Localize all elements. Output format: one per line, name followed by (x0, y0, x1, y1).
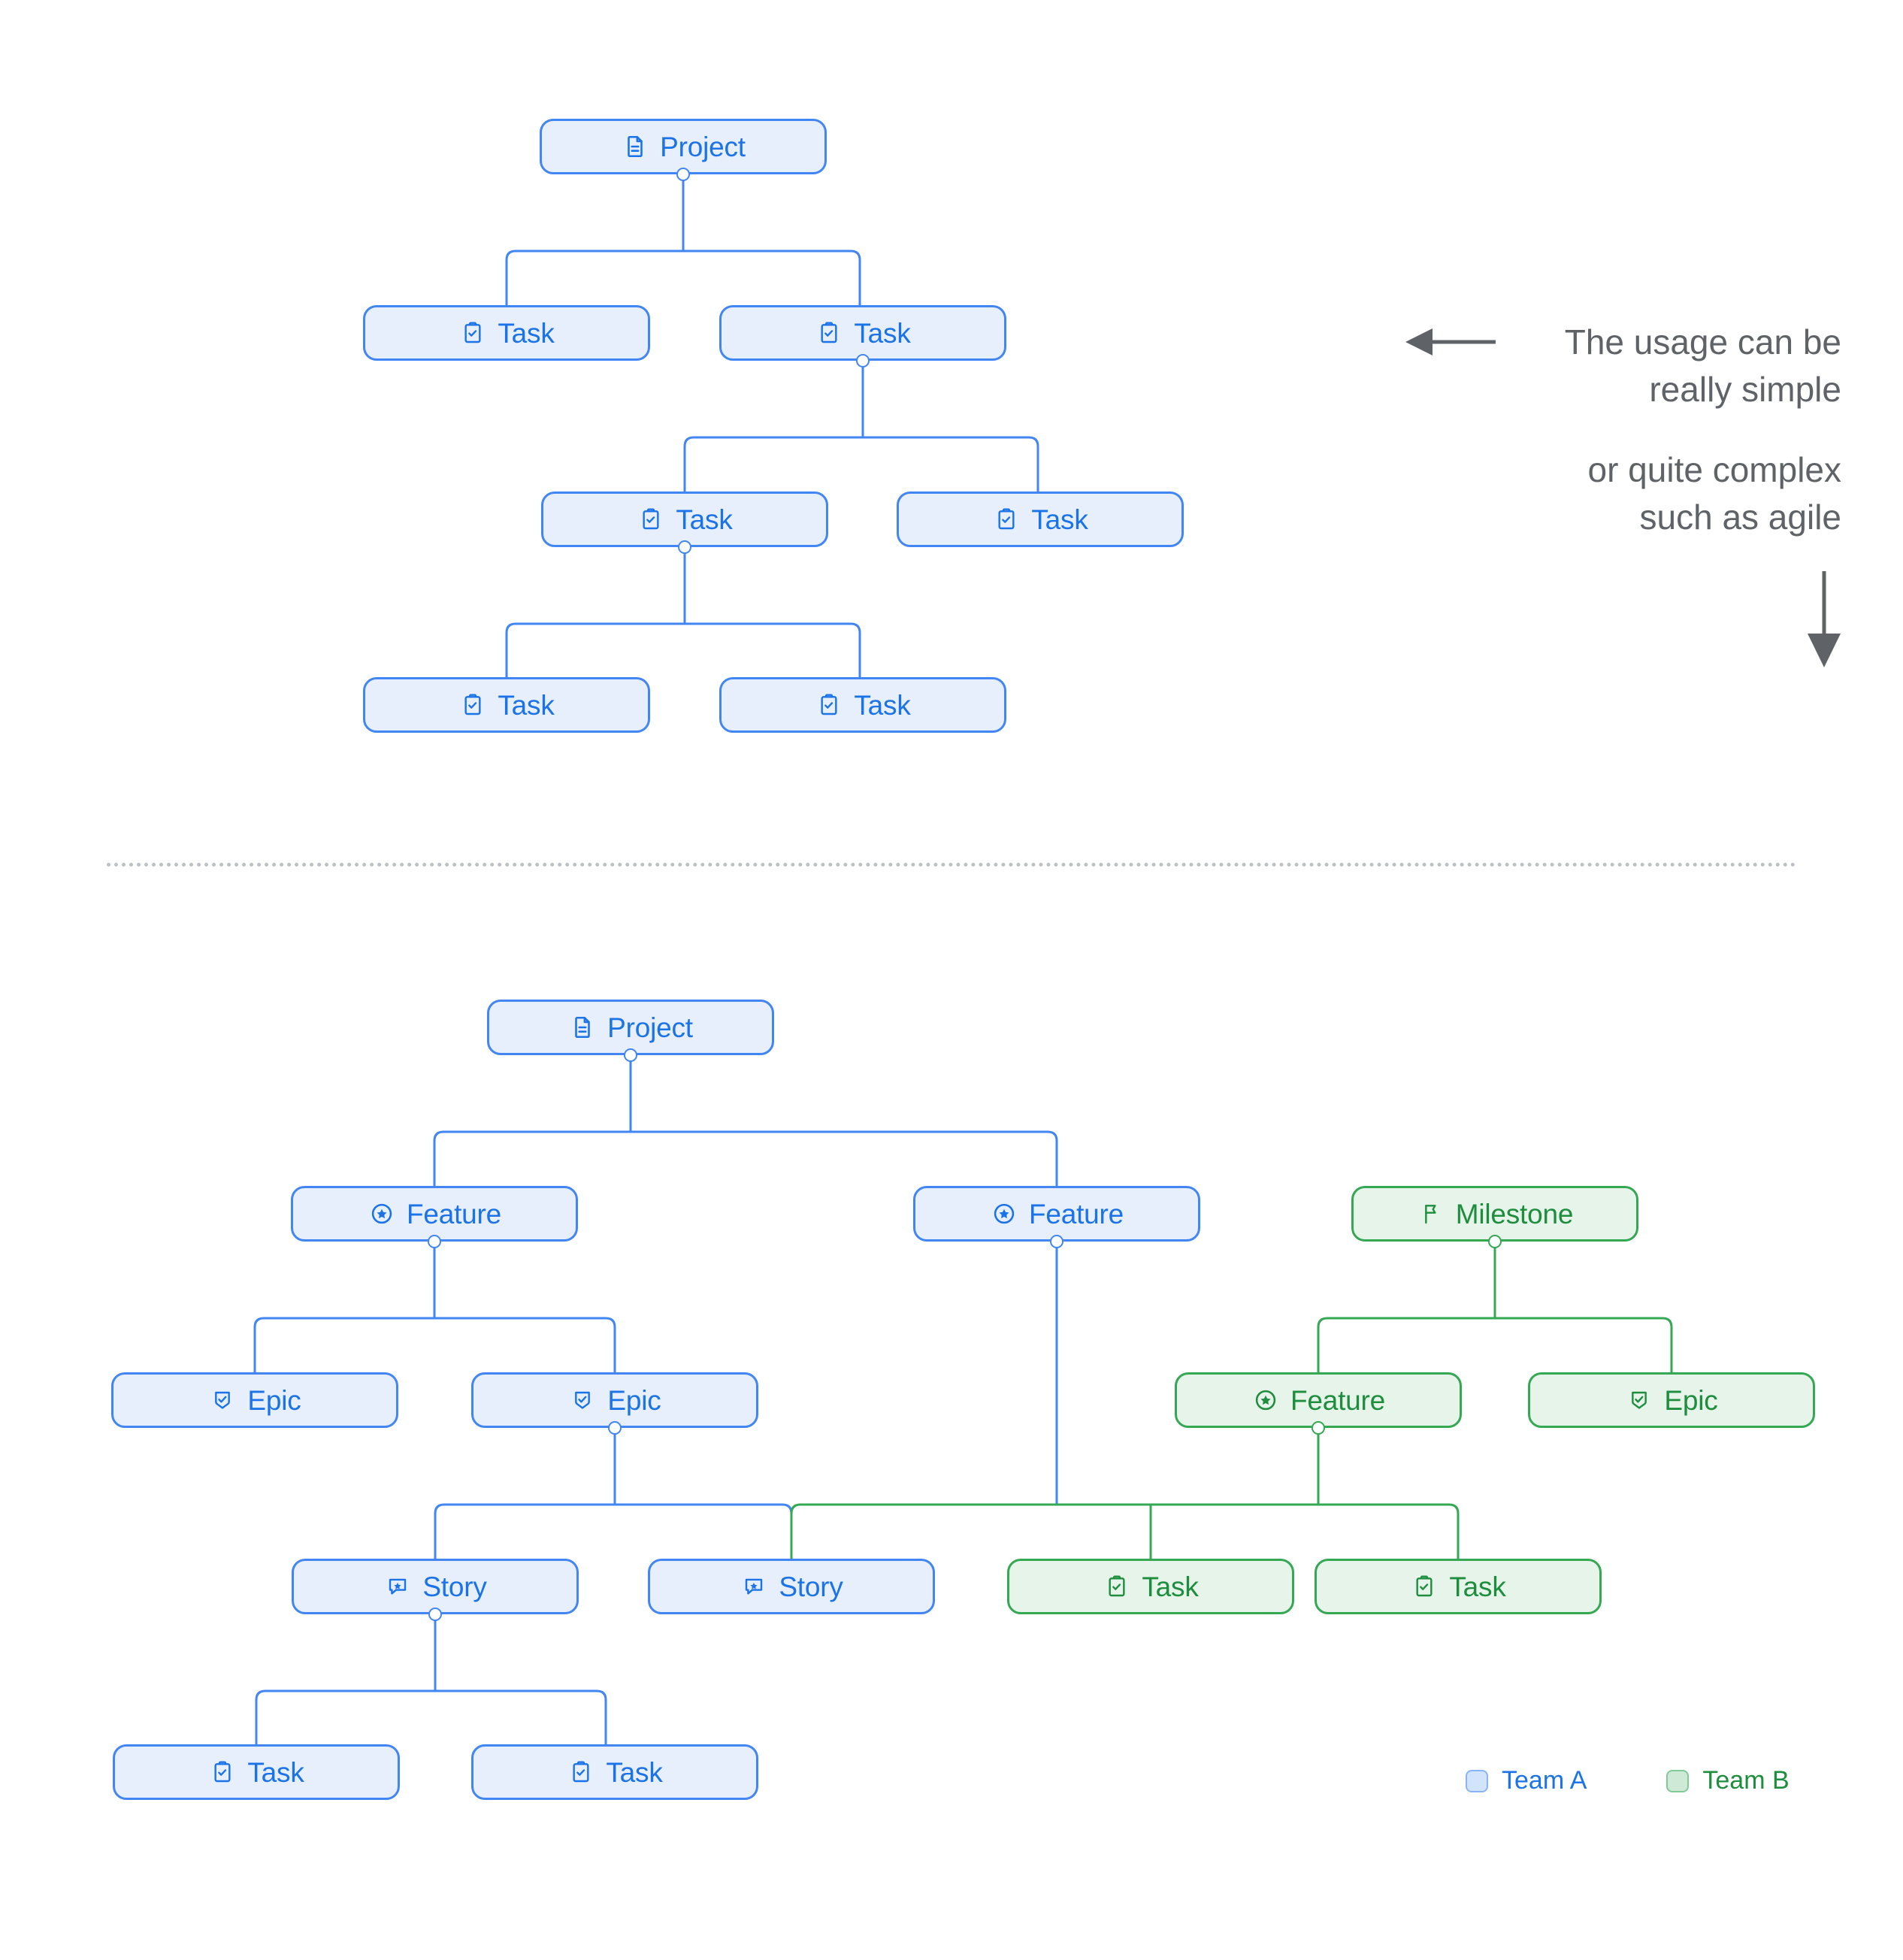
node-label: Feature (1028, 1198, 1124, 1230)
milestone-icon (1417, 1199, 1445, 1228)
node-task[interactable]: Task (719, 677, 1006, 733)
node-label: Epic (247, 1384, 301, 1416)
document-icon (621, 132, 649, 161)
legend-item-team-b[interactable]: Team B (1666, 1766, 1790, 1795)
feature-icon (990, 1199, 1018, 1228)
node-epic[interactable]: Epic (471, 1372, 758, 1428)
node-story[interactable]: Story (648, 1559, 935, 1614)
node-port (624, 1048, 637, 1062)
node-task[interactable]: Task (363, 305, 650, 361)
node-label: Task (854, 689, 911, 721)
node-label: Project (607, 1012, 693, 1043)
node-port (608, 1421, 622, 1435)
legend-item-team-a[interactable]: Team A (1466, 1766, 1587, 1795)
node-feature[interactable]: Feature (1175, 1372, 1462, 1428)
node-port (676, 168, 690, 181)
task-icon (815, 319, 843, 347)
legend-label: Team B (1702, 1766, 1790, 1795)
arrow-down-icon (1808, 571, 1841, 667)
node-port (428, 1608, 442, 1621)
annotation-text-2: or quite complex such as agile (1587, 450, 1842, 537)
legend-swatch-icon (1466, 1769, 1488, 1792)
document-icon (568, 1013, 597, 1042)
story-icon (383, 1572, 412, 1601)
node-port (428, 1235, 441, 1248)
node-port (1312, 1421, 1325, 1435)
node-task[interactable]: Task (471, 1744, 758, 1800)
legend-swatch-icon (1666, 1769, 1690, 1792)
section-divider (107, 863, 1796, 867)
node-label: Milestone (1455, 1198, 1574, 1230)
task-icon (458, 319, 487, 347)
epic-icon (568, 1386, 597, 1414)
node-label: Task (1031, 504, 1088, 535)
node-label: Task (606, 1756, 663, 1788)
node-epic[interactable]: Epic (1528, 1372, 1815, 1428)
node-label: Task (1449, 1571, 1506, 1602)
node-task[interactable]: Task (897, 492, 1184, 547)
node-feature[interactable]: Feature (913, 1186, 1200, 1242)
node-task[interactable]: Task (541, 492, 828, 547)
node-label: Feature (406, 1198, 502, 1230)
legend-label: Team A (1502, 1766, 1587, 1795)
node-port (856, 354, 870, 368)
story-icon (740, 1572, 768, 1601)
task-icon (1103, 1572, 1131, 1601)
arrow-left-icon (1405, 328, 1496, 355)
node-task[interactable]: Task (719, 305, 1006, 361)
node-label: Story (779, 1571, 843, 1602)
node-label: Epic (1664, 1384, 1718, 1416)
node-project[interactable]: Project (487, 1000, 774, 1055)
node-label: Task (676, 504, 733, 535)
node-label: Feature (1290, 1384, 1386, 1416)
node-port (1050, 1235, 1063, 1248)
node-task[interactable]: Task (363, 677, 650, 733)
task-icon (815, 691, 843, 719)
node-milestone[interactable]: Milestone (1351, 1186, 1638, 1242)
task-icon (567, 1758, 595, 1786)
node-label: Task (854, 317, 911, 349)
task-icon (1410, 1572, 1439, 1601)
legend: Team A Team B (1466, 1766, 1790, 1795)
node-port (678, 540, 691, 554)
node-label: Project (660, 131, 746, 162)
node-label: Task (498, 689, 555, 721)
node-label: Story (422, 1571, 487, 1602)
feature-icon (1251, 1386, 1280, 1414)
annotation-text-1: The usage can be really simple (1564, 322, 1841, 409)
node-label: Task (247, 1756, 304, 1788)
task-icon (992, 505, 1021, 534)
task-icon (458, 691, 487, 719)
node-label: Epic (607, 1384, 661, 1416)
node-task[interactable]: Task (113, 1744, 400, 1800)
node-label: Task (498, 317, 555, 349)
node-label: Task (1142, 1571, 1199, 1602)
epic-icon (1625, 1386, 1653, 1414)
node-project[interactable]: Project (540, 119, 827, 174)
node-story[interactable]: Story (292, 1559, 579, 1614)
feature-icon (368, 1199, 396, 1228)
node-task[interactable]: Task (1007, 1559, 1294, 1614)
node-feature[interactable]: Feature (291, 1186, 578, 1242)
node-port (1488, 1235, 1502, 1248)
node-epic[interactable]: Epic (111, 1372, 398, 1428)
node-task[interactable]: Task (1315, 1559, 1602, 1614)
epic-icon (208, 1386, 237, 1414)
task-icon (637, 505, 665, 534)
task-icon (208, 1758, 237, 1786)
